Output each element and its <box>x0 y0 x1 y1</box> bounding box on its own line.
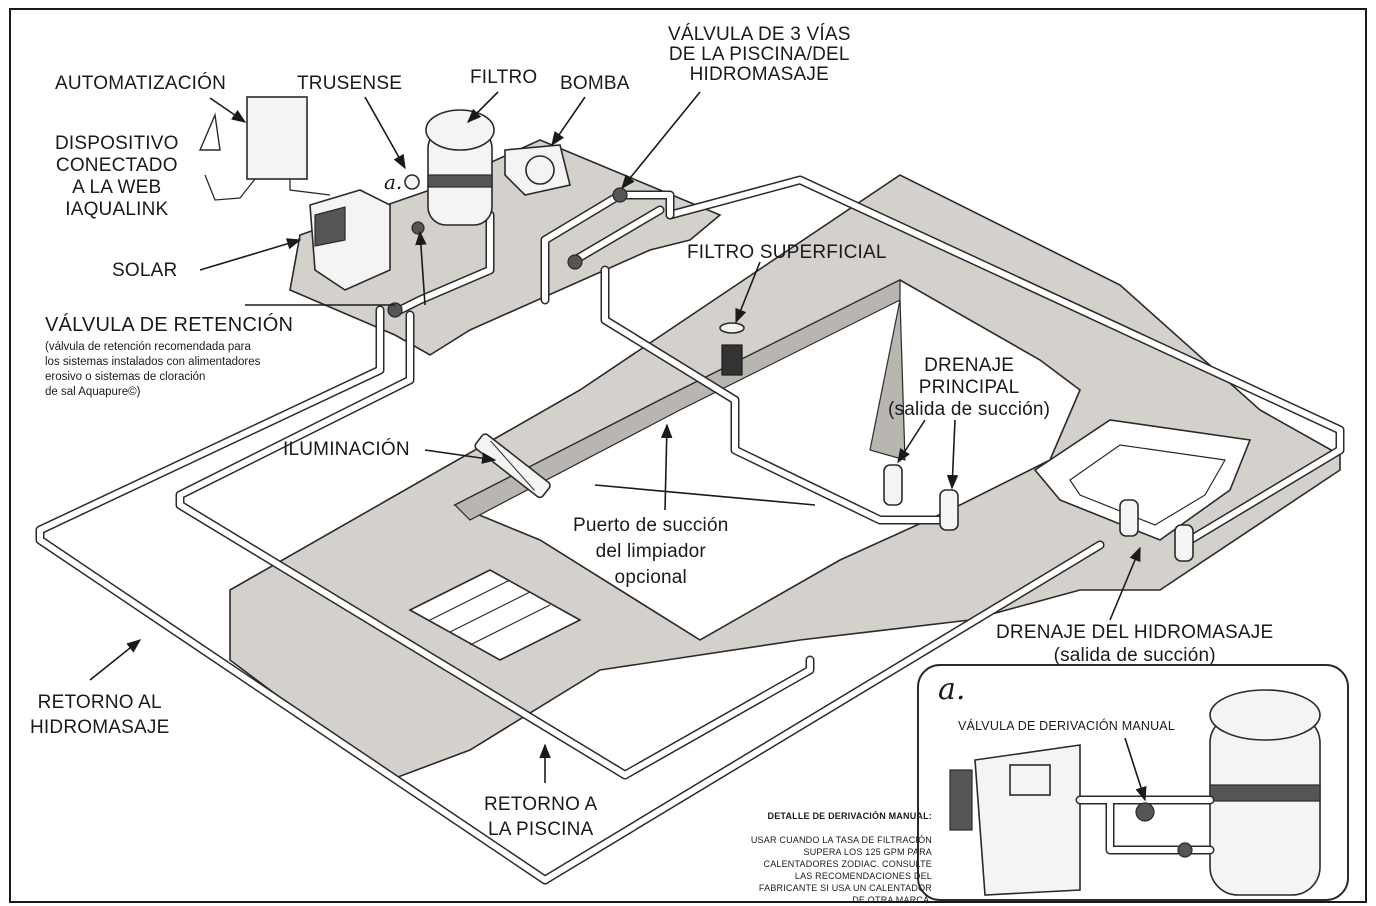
main-drain-pipe <box>600 265 950 525</box>
bypass-inset <box>917 664 1349 901</box>
detail-heading: DETALLE DE DERIVACIÓN MANUAL: <box>767 811 932 821</box>
label-filtro-superficial: FILTRO SUPERFICIAL <box>687 242 887 263</box>
automation-cable <box>204 174 331 201</box>
main-drain-1 <box>883 464 903 506</box>
pool-return-pipe <box>175 310 815 780</box>
spa-return-pipe <box>35 305 1105 885</box>
automation-box <box>246 96 308 180</box>
note-valvula-retencion: (válvula de retención recomendada para l… <box>45 341 261 398</box>
leader-lines <box>89 91 1141 783</box>
label-retorno-piscina: RETORNO A LA PISCINA <box>484 794 598 840</box>
label-valvula-retencion: VÁLVULA DE RETENCIÓN <box>45 314 294 336</box>
inset-marker-a: a. <box>938 672 966 707</box>
filter-tank <box>425 109 495 226</box>
label-retorno-hidromasaje: RETORNO AL HIDROMASAJE <box>30 692 170 738</box>
inset-title: VÁLVULA DE DERIVACIÓN MANUAL <box>958 719 1176 733</box>
diagram-frame <box>9 8 1367 903</box>
detail-body: USAR CUANDO LA TASA DE FILTRACIÓN SUPERA… <box>750 835 932 905</box>
pool-light <box>474 433 551 499</box>
check-valve-fitting <box>411 221 425 235</box>
pump-unit <box>504 144 571 196</box>
label-trusense: TRUSENSE <box>297 73 403 94</box>
spa-suction-pipe <box>665 175 1345 545</box>
marker-a-small: a. <box>384 170 403 194</box>
trusense-sensor <box>404 174 420 190</box>
equipment-pad <box>289 139 722 356</box>
detail-note: DETALLE DE DERIVACIÓN MANUAL: USAR CUAND… <box>700 798 932 906</box>
label-dispositivo-web: DISPOSITIVO CONECTADO A LA WEB IAQUALINK <box>55 133 179 220</box>
skimmer-lid <box>719 322 745 334</box>
spa-inner <box>1069 444 1226 526</box>
label-drenaje-hidromasaje: DRENAJE DEL HIDROMASAJE (salida de succi… <box>996 622 1274 666</box>
check-valve <box>387 302 403 318</box>
spa-drain-1 <box>1119 499 1139 537</box>
three-way-valve-1 <box>612 187 628 203</box>
label-drenaje-principal: DRENAJE PRINCIPAL (salida de succión) <box>888 355 1051 420</box>
heater-unit <box>309 189 391 291</box>
label-puerto-succion: Puerto de succión del limpiador opcional <box>573 515 729 588</box>
label-solar: SOLAR <box>112 260 178 281</box>
main-drain-2 <box>939 489 959 531</box>
label-automatizacion: AUTOMATIZACIÓN <box>55 73 226 94</box>
pad-piping <box>395 190 675 315</box>
spa-drain-2 <box>1174 524 1194 562</box>
three-way-valve-2 <box>567 254 583 270</box>
label-iluminacion: ILUMINACIÓN <box>283 439 410 460</box>
label-bomba: BOMBA <box>560 73 630 94</box>
skimmer <box>721 344 743 376</box>
pool-wall-inner <box>869 299 906 461</box>
label-filtro: FILTRO <box>470 67 538 88</box>
label-valvula-3-vias: VÁLVULA DE 3 VÍAS DE LA PISCINA/DEL HIDR… <box>668 24 851 85</box>
pool-steps <box>408 569 582 661</box>
web-device <box>198 112 221 151</box>
steps-line-1 <box>429 579 551 646</box>
